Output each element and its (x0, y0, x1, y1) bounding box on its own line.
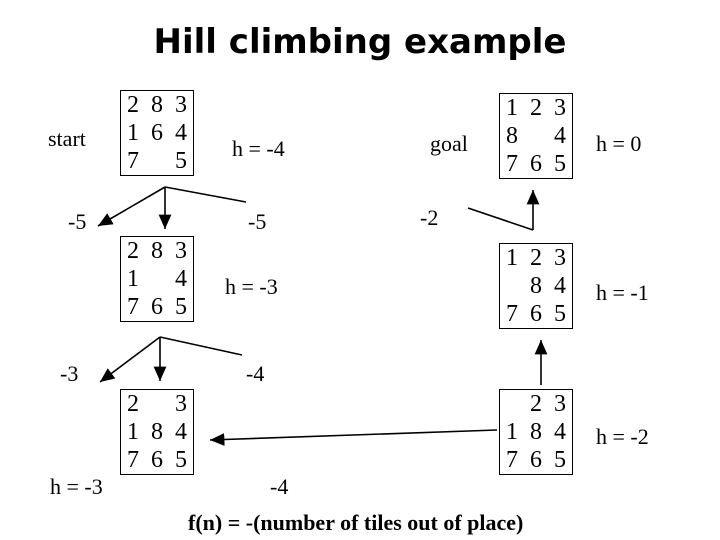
edge-label-start-down: -5 (248, 209, 267, 234)
edge-label-goal: -2 (420, 205, 439, 230)
puzzle-tile: 4 (175, 120, 187, 146)
puzzle-tile: 5 (554, 151, 566, 177)
blank-tile (145, 390, 169, 418)
puzzle-tile: 2 (127, 391, 139, 417)
heuristic-formula: f(n) = -(number of tiles out of place) (188, 510, 524, 535)
puzzle-tile: 6 (530, 151, 542, 177)
puzzle-tile: 6 (151, 120, 163, 146)
blank-tile (524, 122, 548, 150)
blank-tile (500, 390, 524, 418)
arrow-right2-left (209, 429, 498, 446)
puzzle-tile: 2 (530, 95, 542, 121)
puzzle-tile: 7 (127, 294, 139, 320)
start-label: start (48, 126, 86, 151)
puzzle-tile: 8 (530, 273, 542, 299)
arrow-start-right (164, 186, 247, 203)
arrow-right1-left (467, 207, 534, 231)
edge-label-mid-left: -3 (60, 361, 79, 386)
puzzle-tile: 7 (127, 447, 139, 473)
puzzle-tile: 5 (175, 148, 187, 174)
goal-h-value: h = 0 (596, 131, 642, 156)
puzzle-tile: 1 (127, 419, 139, 445)
puzzle-tile: 1 (506, 95, 518, 121)
edge-label-mid-down: -4 (246, 361, 265, 386)
puzzle-tile: 3 (175, 391, 187, 417)
blank-tile (145, 265, 169, 293)
arrow-start-left (97, 186, 166, 227)
puzzle-tile: 5 (554, 447, 566, 473)
puzzle-tile: 3 (175, 238, 187, 264)
edge-label-start-left: -5 (68, 209, 87, 234)
puzzle-tile: 1 (506, 419, 518, 445)
blank-tile (145, 147, 169, 175)
puzzle-tile: 5 (554, 301, 566, 327)
puzzle-tile: 2 (530, 245, 542, 271)
puzzle-tile: 8 (506, 123, 518, 149)
arrow-left1-right (159, 336, 243, 356)
puzzle-tile: 3 (175, 92, 187, 118)
puzzle-tile: 6 (530, 447, 542, 473)
puzzle-tile: 3 (554, 95, 566, 121)
puzzle-tile: 4 (175, 419, 187, 445)
goal-label: goal (430, 131, 468, 156)
puzzle-tile: 4 (554, 419, 566, 445)
puzzle-tile: 7 (506, 447, 518, 473)
edge-label-bottom-right: -4 (270, 474, 289, 499)
start-h-value: h = -4 (232, 136, 285, 161)
puzzle-tile: 7 (506, 151, 518, 177)
right-level1-h-value: h = -1 (596, 280, 649, 305)
puzzle-tile: 8 (151, 419, 163, 445)
puzzle-tile: 3 (554, 245, 566, 271)
puzzle-tile: 6 (530, 301, 542, 327)
puzzle-tile: 1 (506, 245, 518, 271)
puzzle-tile: 5 (175, 294, 187, 320)
puzzle-tile: 1 (127, 120, 139, 146)
puzzle-tile: 1 (127, 266, 139, 292)
puzzle-tile: 4 (554, 123, 566, 149)
puzzle-tile: 3 (554, 391, 566, 417)
page-title: Hill climbing example (153, 22, 567, 62)
puzzle-tile: 4 (175, 266, 187, 292)
puzzle-tile: 8 (151, 238, 163, 264)
puzzle-tile: 2 (530, 391, 542, 417)
puzzle-tile: 2 (127, 238, 139, 264)
left-level2-h-value: h = -3 (50, 474, 103, 499)
puzzle-tile: 6 (151, 294, 163, 320)
puzzle-tile: 8 (530, 419, 542, 445)
arrow-left1-left (99, 336, 161, 383)
blank-tile (500, 272, 524, 300)
puzzle-tile: 8 (151, 92, 163, 118)
puzzle-tile: 4 (554, 273, 566, 299)
puzzle-tile: 6 (151, 447, 163, 473)
puzzle-tile: 5 (175, 447, 187, 473)
puzzle-tile: 7 (506, 301, 518, 327)
puzzle-tile: 7 (127, 148, 139, 174)
left-level1-h-value: h = -3 (225, 274, 278, 299)
puzzle-tile: 2 (127, 92, 139, 118)
right-level2-h-value: h = -2 (596, 424, 649, 449)
